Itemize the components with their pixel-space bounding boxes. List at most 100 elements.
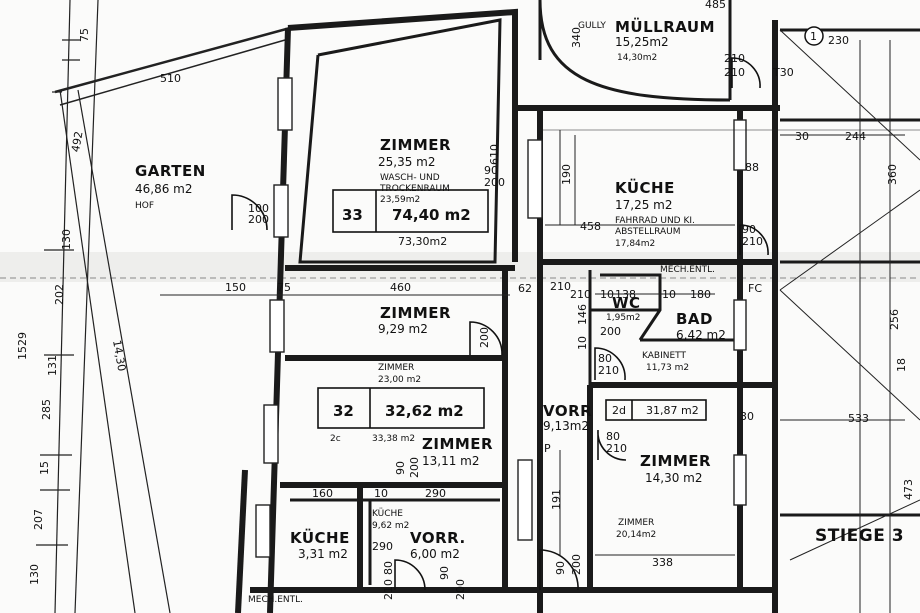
dim-338: 338 xyxy=(652,556,673,569)
room-zimmer-top-sub1: WASCH- UND xyxy=(380,173,440,183)
room-zimmer-right-area: 14,30 m2 xyxy=(645,471,703,485)
room-zimmer-right-name: ZIMMER xyxy=(640,452,711,470)
gully-label: GULLY xyxy=(578,21,606,31)
room-vorr-bottom-area: 6,00 m2 xyxy=(410,547,460,561)
room-bad-area: 6,42 m2 xyxy=(676,328,726,342)
room-kueche-top-sub1: FAHRRAD UND KI. xyxy=(615,216,695,226)
dim-210d: 210 xyxy=(550,280,571,293)
room-wc-name: WC xyxy=(612,294,641,312)
dim-150: 150 xyxy=(225,281,246,294)
room-vorr-right-name: VORR xyxy=(543,402,592,420)
dim-200d: 200 xyxy=(478,327,491,348)
room-kueche-bottom-area: 3,31 m2 xyxy=(298,547,348,561)
dim-130b: 130 xyxy=(28,564,41,585)
unit-33-box xyxy=(332,189,489,233)
room-vorr-right-area: 9,13m2 xyxy=(543,419,589,433)
dim-90c: 90 xyxy=(554,561,567,575)
room-kueche-top-name: KÜCHE xyxy=(615,178,675,197)
inner-dimension-lines xyxy=(160,129,920,556)
dim-202: 202 xyxy=(53,284,66,305)
dim-200e: 200 xyxy=(570,554,583,575)
room-muellraum-area: 15,25m2 xyxy=(615,35,669,49)
dim-130a: 130 xyxy=(60,229,73,250)
dim-80a: 80 xyxy=(598,352,612,365)
room-zimmer-small-pre: 2c xyxy=(330,434,341,444)
dim-160: 160 xyxy=(312,487,333,500)
dim-180: 180 xyxy=(690,288,711,301)
dim-290: 290 xyxy=(425,487,446,500)
dim-244: 244 xyxy=(845,130,866,143)
dim-285: 285 xyxy=(40,399,53,420)
unit-33-number: 33 xyxy=(342,206,363,224)
room-zimmer-small-pre-area: 33,38 m2 xyxy=(372,434,415,444)
room-zimmer-top-name: ZIMMER xyxy=(380,136,451,154)
room-bad-area2: 11,73 m2 xyxy=(646,363,689,373)
unit-32-number: 32 xyxy=(333,402,354,420)
dim-75b: 75 xyxy=(277,281,291,294)
dim-200a: 200 xyxy=(248,213,269,226)
dim-fc: FC xyxy=(748,282,762,295)
mech-label: MECH.ENTL. xyxy=(248,595,303,605)
dim-200g: 200 xyxy=(454,579,467,600)
dim-458: 458 xyxy=(580,220,601,233)
dim-210e: 210 xyxy=(570,288,591,301)
stiege-label: STIEGE 3 xyxy=(815,526,904,546)
dim-190: 190 xyxy=(560,164,573,185)
dim-90e: 90 xyxy=(438,566,451,580)
dim-88: 88 xyxy=(745,161,759,174)
dim-90b: 90 xyxy=(742,223,756,236)
room-garten-name: GARTEN xyxy=(135,162,206,180)
dim-473: 473 xyxy=(902,479,915,500)
room-zimmer-mid-area2: 23,00 m2 xyxy=(378,375,421,385)
inner-walls xyxy=(290,0,920,585)
room-kueche-bottom-name: KÜCHE xyxy=(290,528,350,547)
dim-485: 485 xyxy=(705,0,726,11)
unit-32-box xyxy=(317,387,485,429)
dimension-labels: 485 75 510 492 1529 130 202 131 285 15 2… xyxy=(16,0,915,600)
dim-30b: 30 xyxy=(740,410,754,423)
dim-90d: 90 xyxy=(394,461,407,475)
stair-lines xyxy=(779,29,920,613)
dim-230: 230 xyxy=(828,34,849,47)
room-muellraum-area2: 14,30m2 xyxy=(617,53,657,63)
dim-10a: 10 xyxy=(600,288,614,301)
unit-33-area: 74,40 m2 xyxy=(392,206,471,224)
dim-75: 75 xyxy=(78,28,91,42)
dim-18: 18 xyxy=(895,358,908,372)
dim-210f: 210 xyxy=(598,364,619,377)
room-kueche-top-sub2: ABSTELLRAUM xyxy=(615,227,681,237)
dim-207: 207 xyxy=(32,509,45,530)
dim-62: 62 xyxy=(518,282,532,295)
unit-2d-number: 2d xyxy=(612,404,626,417)
room-zimmer-small-area: 13,11 m2 xyxy=(422,454,480,468)
dim-131: 131 xyxy=(46,355,59,376)
room-zimmer-mid-area: 9,29 m2 xyxy=(378,322,428,336)
dim-15: 15 xyxy=(38,461,51,475)
section-marker-number: 1 xyxy=(810,30,817,43)
room-garten-area: 46,86 m2 xyxy=(135,182,193,196)
unit-boxes xyxy=(317,189,707,429)
dim-1529: 1529 xyxy=(16,332,29,360)
room-zimmer-right-area2: 20,14m2 xyxy=(616,530,656,540)
dim-138: 138 xyxy=(615,288,636,301)
room-bad-name: BAD xyxy=(676,310,713,328)
unit-33-below: 73,30m2 xyxy=(398,235,447,248)
dim-256: 256 xyxy=(888,309,901,330)
room-zimmer-top-area2: 23,59m2 xyxy=(380,195,420,205)
dim-492: 492 xyxy=(69,130,85,153)
room-zimmer-small-name: ZIMMER xyxy=(422,435,493,453)
dim-210h: 210 xyxy=(382,579,395,600)
dim-210a: 210 xyxy=(724,52,745,65)
dim-146: 146 xyxy=(576,304,589,325)
dim-90a: 90 xyxy=(484,164,498,177)
dim-340: 340 xyxy=(570,27,583,48)
dim-p: P xyxy=(544,442,551,455)
dim-1430: 14,30 xyxy=(110,339,128,372)
dim-t30: T30 xyxy=(772,66,794,79)
room-zimmer-top-area: 25,35 m2 xyxy=(378,155,436,169)
dim-200b: 200 xyxy=(484,176,505,189)
dim-510: 510 xyxy=(160,72,181,85)
dim-30a: 30 xyxy=(795,130,809,143)
